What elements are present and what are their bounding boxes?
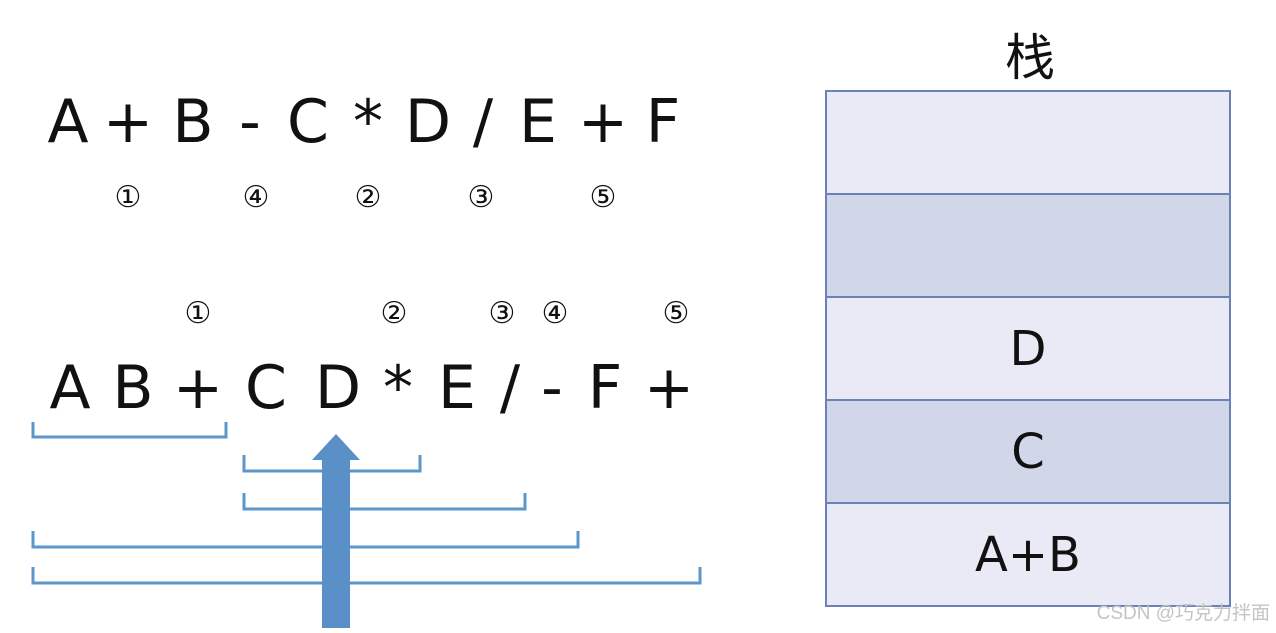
infix-token: D bbox=[404, 87, 452, 157]
infix-token: E bbox=[519, 87, 557, 157]
stack-cell: D bbox=[827, 298, 1229, 401]
order-mark: ③ bbox=[467, 180, 495, 215]
postfix-token: + bbox=[643, 353, 695, 423]
stack-cell bbox=[827, 195, 1229, 298]
stack-title: 栈 bbox=[1005, 29, 1055, 87]
stack-cell: A+B bbox=[827, 504, 1229, 605]
order-mark: ③ bbox=[488, 296, 516, 331]
infix-token: / bbox=[472, 87, 494, 157]
postfix-token: - bbox=[541, 353, 563, 423]
order-mark: ④ bbox=[242, 180, 270, 215]
postfix-token: * bbox=[383, 353, 413, 423]
stack-cell bbox=[827, 92, 1229, 195]
stack: D C A+B bbox=[825, 90, 1231, 607]
infix-token: B bbox=[172, 87, 214, 157]
infix-token: + bbox=[102, 87, 154, 157]
order-mark: ② bbox=[380, 296, 408, 331]
postfix-token: E bbox=[438, 353, 476, 423]
infix-token: - bbox=[239, 87, 261, 157]
postfix-token: / bbox=[499, 353, 521, 423]
infix-token: F bbox=[645, 87, 681, 157]
order-mark: ⑤ bbox=[589, 180, 617, 215]
bracket-cd-times-e-div bbox=[242, 493, 527, 511]
infix-token: + bbox=[577, 87, 629, 157]
grouping-brackets bbox=[31, 422, 702, 628]
bracket-ab-plus bbox=[31, 422, 228, 439]
bracket-plus-f bbox=[31, 567, 702, 585]
scan-arrow-icon bbox=[312, 434, 360, 628]
postfix-token: B bbox=[112, 353, 154, 423]
order-mark: ⑤ bbox=[662, 296, 690, 331]
bracket-minus bbox=[31, 531, 580, 549]
order-mark: ② bbox=[354, 180, 382, 215]
postfix-token: D bbox=[314, 353, 362, 423]
order-mark: ① bbox=[184, 296, 212, 331]
infix-token: C bbox=[287, 87, 329, 157]
infix-token: A bbox=[47, 87, 89, 157]
order-mark: ① bbox=[114, 180, 142, 215]
stack-cell: C bbox=[827, 401, 1229, 504]
postfix-token: F bbox=[587, 353, 623, 423]
order-mark: ④ bbox=[541, 296, 569, 331]
postfix-token: + bbox=[172, 353, 224, 423]
infix-token: * bbox=[353, 87, 383, 157]
postfix-token: C bbox=[245, 353, 287, 423]
postfix-token: A bbox=[49, 353, 91, 423]
watermark: CSDN @巧克力拌面 bbox=[1096, 603, 1270, 624]
